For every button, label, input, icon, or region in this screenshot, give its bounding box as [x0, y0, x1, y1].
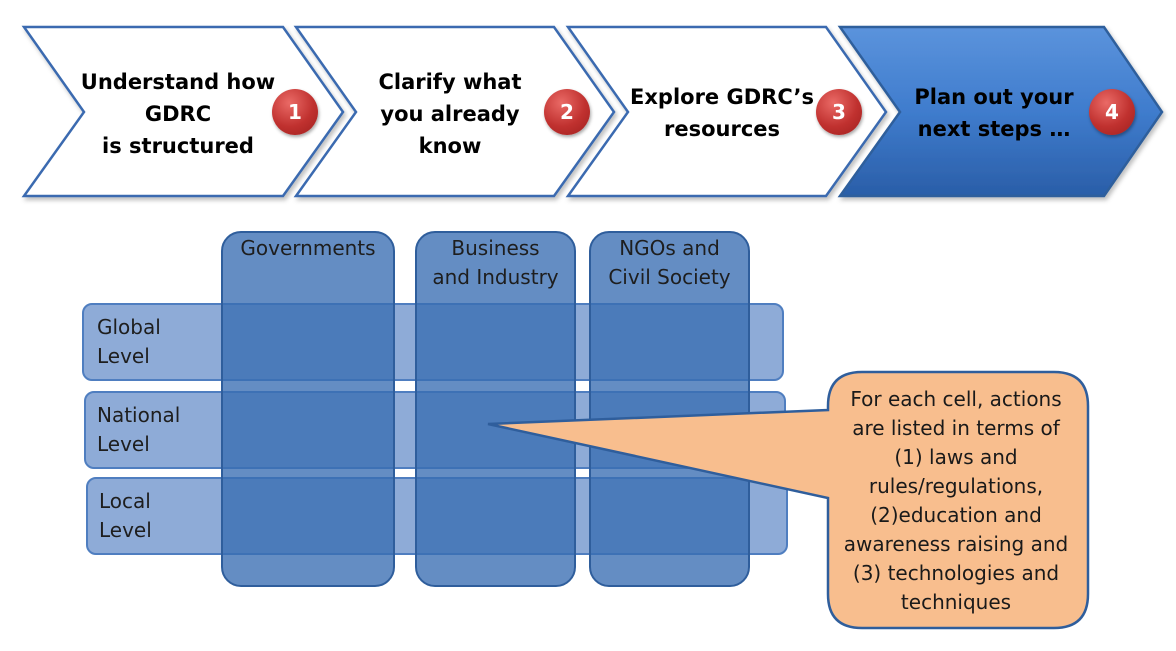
- column-label-business-industry: Business and Industry: [432, 236, 559, 289]
- step-3-label: Explore GDRC’s resources: [630, 85, 814, 141]
- column-business-industry: [415, 231, 576, 587]
- column-governments: [221, 231, 395, 587]
- level-label-local: Local Level: [99, 489, 152, 542]
- level-label-national: National Level: [97, 403, 181, 456]
- step-4-number-badge: 4: [1089, 89, 1135, 135]
- step-1-label: Understand how GDRC is structured: [80, 70, 276, 158]
- step-3-number-badge: 3: [816, 89, 862, 135]
- callout-text: For each cell, actions are listed in ter…: [843, 387, 1069, 614]
- column-label-governments: Governments: [240, 236, 376, 260]
- chevron-step-2: [293, 25, 616, 198]
- step-2-label: Clarify what you already know: [378, 70, 522, 158]
- process-chevrons: [21, 25, 1164, 198]
- column-ngos-civil-society: [589, 231, 750, 587]
- step-1-number-badge: 1: [272, 89, 318, 135]
- step-4-label: Plan out your next steps …: [914, 85, 1074, 141]
- column-label-ngos-civil-society: NGOs and Civil Society: [608, 236, 731, 289]
- chevron-step-3: [565, 25, 888, 198]
- chevron-step-1: [21, 25, 345, 198]
- chevron-step-4: [837, 25, 1164, 198]
- step-2-number-badge: 2: [544, 89, 590, 135]
- level-label-global: Global Level: [97, 315, 161, 368]
